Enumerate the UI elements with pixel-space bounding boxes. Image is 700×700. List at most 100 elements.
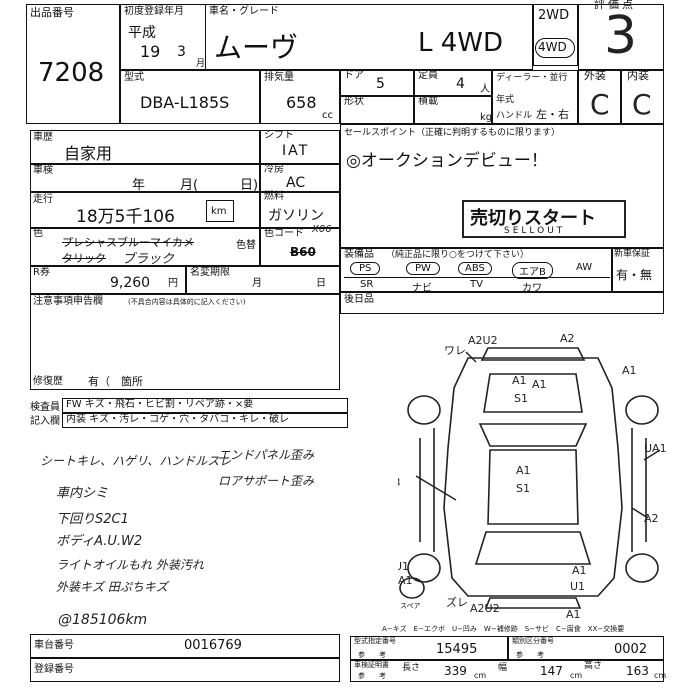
- wheel-rear-left: [407, 553, 441, 583]
- after-label: 後日品: [344, 294, 374, 305]
- designation-ref: 参 考: [358, 651, 386, 659]
- int-value: C: [632, 88, 652, 121]
- category-ref: 参 考: [516, 651, 544, 659]
- inspection-box: [30, 164, 260, 192]
- equip-pw: PW: [406, 262, 440, 275]
- mileage-unit: km: [211, 206, 227, 217]
- mark-a1-roof: A1: [516, 464, 531, 477]
- mark-ua1: UA1: [644, 442, 667, 455]
- score-box: [578, 4, 664, 70]
- equip-aw: AW: [576, 262, 593, 273]
- doors-value: 5: [376, 76, 385, 92]
- sales-box: [340, 124, 664, 248]
- handle-value: 左・右: [536, 108, 569, 121]
- equipment-box: [340, 248, 612, 292]
- color-box: [30, 228, 260, 266]
- roof-panel: [487, 449, 579, 525]
- mark-u1-left: U1: [398, 560, 409, 573]
- drive-box: [533, 4, 578, 66]
- check-row1: FW キズ・飛石・ヒビ割・リペア跡・×要: [66, 399, 254, 410]
- damage-diagram: A2U2 A2 A1 S1 A1 ワレ A1 UA1 A1 S1 A3 A2 U…: [398, 332, 667, 621]
- sellout-stamp-text: 売切りスタート: [470, 208, 596, 229]
- hw-line3: 下回りS2C1: [56, 512, 129, 527]
- drive-4wd: 4WD: [538, 40, 567, 54]
- right-side: [631, 428, 647, 552]
- ac-box: [260, 164, 340, 192]
- dims-wid-unit: cm: [570, 671, 583, 680]
- after-box: [340, 292, 664, 314]
- reg-month-unit: 月: [196, 59, 206, 69]
- notes-box: [30, 294, 340, 390]
- mark-zure: ズレ: [446, 595, 468, 609]
- notes-sub: (不具合内容は具体的に記入ください): [128, 298, 246, 306]
- dims-len-unit: cm: [474, 671, 487, 680]
- hw-line4: ボディA.U.W2: [56, 534, 143, 549]
- mark-line-a2r: [631, 507, 649, 519]
- equip-sr: SR: [360, 279, 374, 290]
- colorcode-box: [260, 228, 340, 266]
- shift-value: IAT: [282, 143, 310, 159]
- hw-line7: @185106km: [58, 612, 148, 628]
- mark-a1-left-rear: A1: [398, 574, 413, 587]
- usage-label: 車歴: [33, 132, 53, 143]
- reg-month: 3: [177, 44, 186, 60]
- year-label: 年式: [496, 95, 515, 105]
- drive-4wd-circle: [535, 38, 575, 58]
- type-label: 型式: [124, 72, 144, 83]
- check-row1-box: [62, 398, 348, 413]
- type-value: DBA-L185S: [140, 93, 230, 112]
- equip-abs: ABS: [458, 262, 492, 275]
- tax-day: 日: [316, 278, 326, 289]
- displacement-unit: cc: [322, 110, 333, 121]
- color-label: 色: [33, 228, 43, 239]
- ext-label: 外装: [584, 69, 606, 82]
- designation-box: [350, 636, 508, 660]
- score-label: 評価点: [594, 0, 636, 11]
- check-label-2: 記入欄: [30, 416, 60, 427]
- sellout-stamp-sub: SELLOUT: [504, 226, 566, 236]
- doors-label: ドア: [344, 70, 364, 81]
- hw-line6: 外装キズ 田ぷちキズ: [56, 580, 168, 594]
- dims-len-label: 長さ: [402, 663, 421, 673]
- fuel-box: [260, 192, 340, 228]
- front-bumper: [480, 347, 586, 361]
- category-box: [508, 636, 664, 660]
- load-unit: kg: [480, 112, 493, 123]
- reg-year: 19: [140, 42, 161, 61]
- car-body-outline: [443, 357, 623, 597]
- mark-a3: A3: [398, 476, 401, 489]
- inspection-label: 車検: [33, 165, 53, 176]
- dims-hei-unit: cm: [654, 671, 667, 680]
- ac-value: AC: [286, 175, 306, 191]
- mark-ware: ワレ: [444, 344, 466, 357]
- color-line2: タリック: [62, 252, 106, 265]
- capacity-box: [414, 70, 492, 96]
- hw-line1b: エンドパネル歪み: [218, 448, 315, 462]
- int-label: 内装: [627, 69, 649, 82]
- designation-value: 15495: [436, 642, 478, 657]
- dealer-box: [492, 70, 578, 124]
- dims-hei: 163: [626, 664, 649, 678]
- reg-era: 平成: [128, 25, 156, 41]
- colorcode-label: 色コード: [264, 228, 304, 239]
- recycle-unit: 円: [168, 278, 178, 289]
- displacement-box: [260, 70, 340, 124]
- category-label: 類別区分番号: [512, 637, 554, 645]
- model-box: [205, 4, 533, 70]
- category-value: 0002: [614, 642, 648, 657]
- tax-box: [186, 266, 340, 294]
- spare-tire: [399, 577, 425, 599]
- hood-panel: [483, 373, 583, 413]
- ext-value: C: [590, 88, 610, 121]
- mark-a1-right-rear: A1: [572, 564, 587, 577]
- mark-line-wl: [465, 351, 477, 363]
- shift-box: [260, 130, 340, 164]
- load-box: [414, 96, 492, 124]
- mark-line-ua1: [643, 449, 661, 461]
- shape-box: [340, 96, 414, 124]
- hw-line1: シートキレ、ハゲリ、ハンドルスレ: [40, 454, 232, 468]
- newcar-value: 有・無: [616, 268, 653, 282]
- notes-label: 注意事項申告欄: [33, 296, 103, 307]
- repaint-label: 色替: [236, 240, 256, 251]
- mark-a2u2-front: A2U2: [468, 334, 498, 347]
